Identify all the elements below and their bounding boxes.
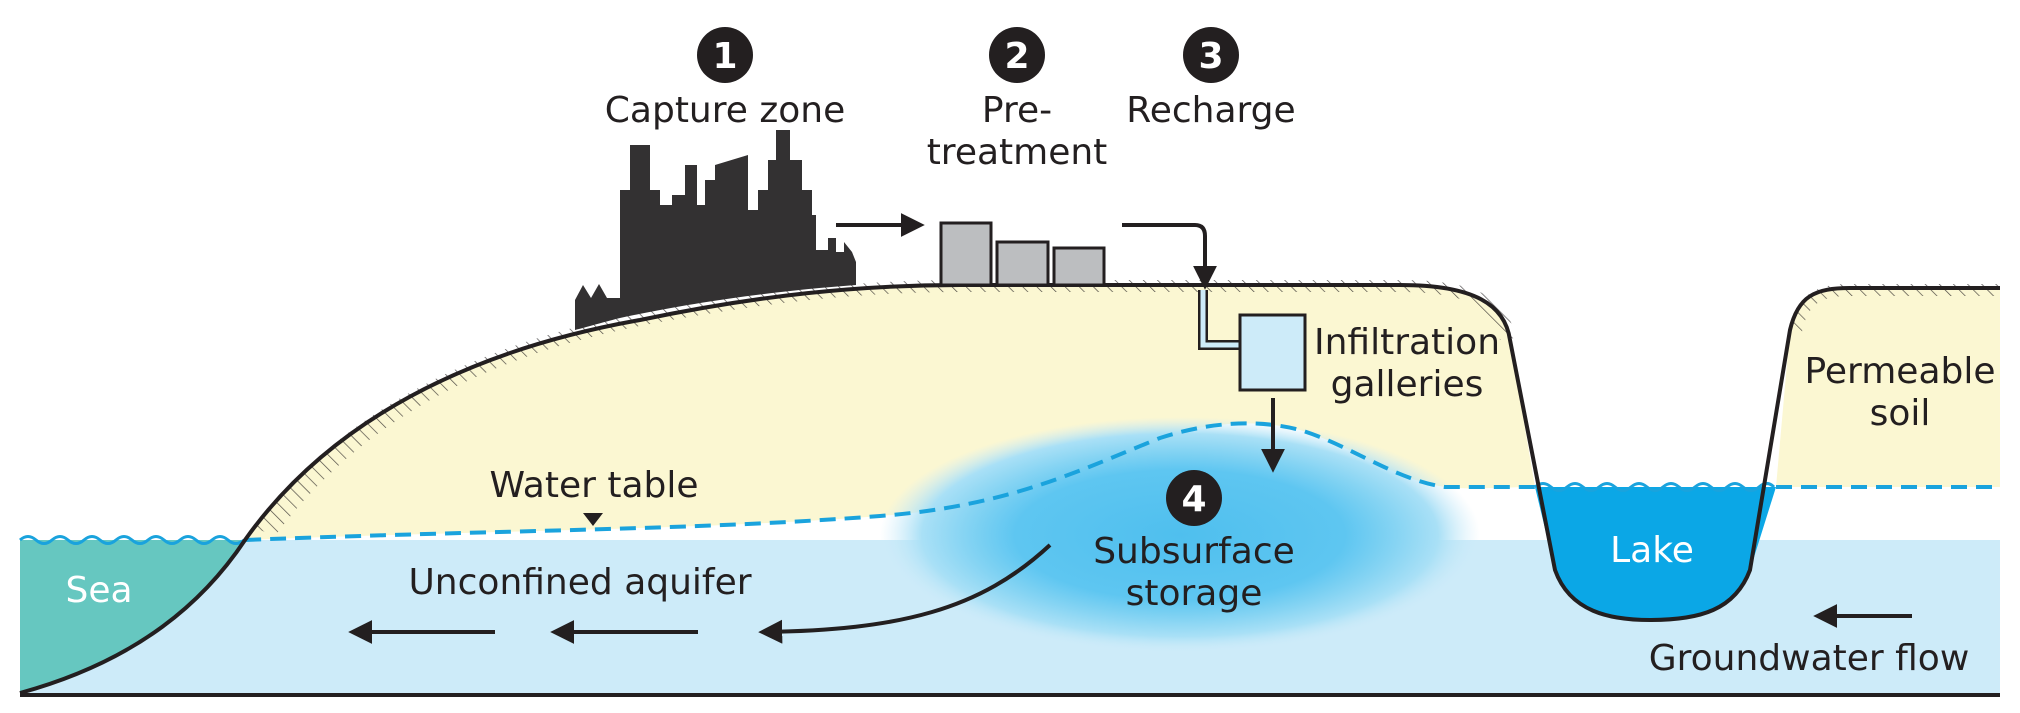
water-table-line bbox=[244, 421, 2000, 542]
arrow-storage-outflow bbox=[758, 543, 1052, 644]
pretreatment-tank-2 bbox=[995, 240, 1050, 287]
sea-label: Sea bbox=[65, 570, 132, 611]
step-2-number: 2 bbox=[1004, 36, 1029, 77]
infiltration-galleries-label-line1: Infiltration bbox=[1314, 322, 1500, 363]
capture-zone-label: Capture zone bbox=[605, 90, 845, 131]
subsurface-storage-label-line2: storage bbox=[1126, 573, 1263, 614]
lake-label: Lake bbox=[1610, 530, 1694, 571]
step-3-number: 3 bbox=[1198, 36, 1223, 77]
step-2-badge: 2 bbox=[989, 27, 1045, 83]
water-table-marker bbox=[583, 513, 603, 526]
groundwater-flow-label: Groundwater flow bbox=[1649, 638, 1970, 679]
subsurface-storage-lens bbox=[880, 417, 1480, 653]
lake-surface-wave bbox=[1534, 482, 1776, 492]
arrow-pretreatment-to-recharge bbox=[1122, 223, 1217, 290]
pretreatment-label-line1: Pre- bbox=[982, 90, 1052, 131]
infiltration-galleries-label-line2: galleries bbox=[1331, 364, 1484, 405]
water-table-label: Water table bbox=[489, 465, 698, 506]
lake-body bbox=[1535, 487, 1776, 620]
subsurface-storage-label-line1: Subsurface bbox=[1093, 531, 1295, 572]
infiltration-pipe-inner bbox=[1200, 290, 1242, 348]
infiltration-gallery-box bbox=[1238, 313, 1307, 392]
soil-layer bbox=[245, 285, 2000, 540]
step-3-badge: 3 bbox=[1183, 27, 1239, 83]
pretreatment-tank-3 bbox=[1052, 246, 1106, 287]
unconfined-aquifer-label: Unconfined aquifer bbox=[408, 562, 751, 603]
city-skyline bbox=[575, 130, 856, 330]
step-1-number: 1 bbox=[712, 36, 737, 77]
permeable-soil-label-line1: Permeable bbox=[1804, 351, 1995, 392]
permeable-soil-label-line2: soil bbox=[1870, 393, 1931, 434]
ground-surface-hatch-right bbox=[1790, 284, 2000, 332]
step-4-number: 4 bbox=[1181, 479, 1206, 520]
sea-body bbox=[20, 540, 245, 693]
pretreatment-label-line2: treatment bbox=[927, 132, 1108, 173]
pretreatment-tank-1 bbox=[939, 221, 993, 287]
sea-surface-wave bbox=[19, 535, 245, 545]
step-1-badge: 1 bbox=[697, 27, 753, 83]
step-4-badge: 4 bbox=[1166, 470, 1222, 526]
recharge-label: Recharge bbox=[1126, 90, 1295, 131]
